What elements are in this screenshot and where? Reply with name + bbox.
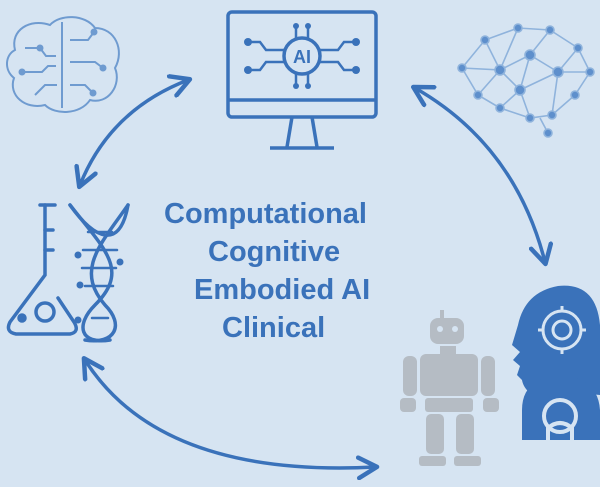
arrow-top-left	[80, 80, 188, 185]
ai-head-profile-icon	[512, 285, 600, 440]
label-clinical: Clinical	[222, 312, 326, 344]
arrow-bottom	[85, 360, 375, 468]
lab-flask-dna-icon	[6, 203, 130, 343]
label-cognitive: Cognitive	[208, 236, 341, 268]
neural-network-brain-icon	[457, 23, 595, 138]
research-areas-labels: Computational Cognitive Embodied AI Clin…	[150, 195, 430, 347]
label-computational: Computational	[164, 198, 367, 230]
ai-badge-label: AI	[293, 47, 311, 67]
ai-monitor-icon	[226, 10, 378, 150]
arrow-top-right	[415, 88, 545, 262]
label-embodied-ai: Embodied AI	[194, 274, 371, 306]
humanoid-robot-icon	[400, 310, 499, 466]
brain-circuit-icon	[6, 16, 120, 113]
